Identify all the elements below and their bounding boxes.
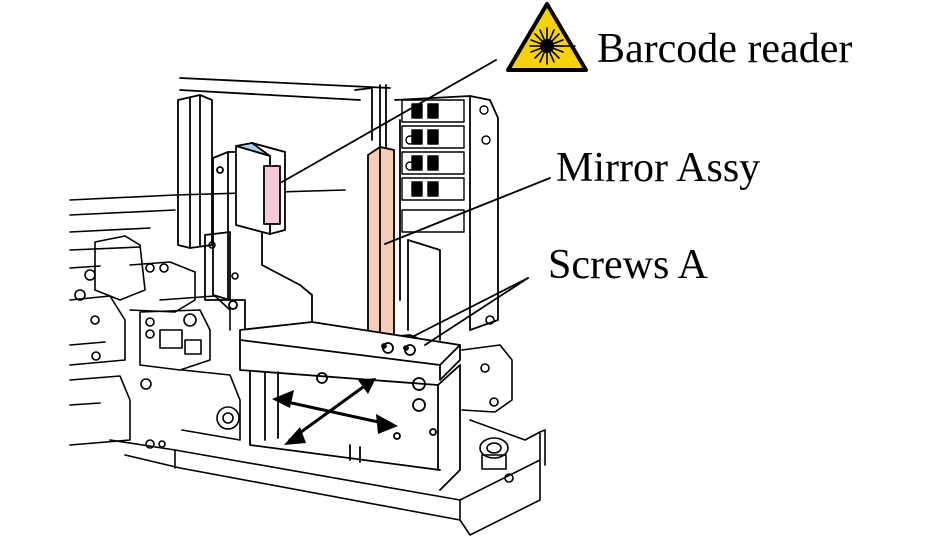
base-chassis	[69, 189, 546, 536]
terminal-blocks	[401, 99, 491, 233]
laser-warning-icon	[506, 2, 588, 72]
left-mechanism	[74, 235, 241, 449]
barcode-reader-label: Barcode reader	[597, 26, 853, 72]
rear-frame-plates	[177, 77, 499, 331]
screws-a-label: Screws A	[548, 242, 708, 288]
leader-lines	[281, 59, 551, 346]
mirror-assy-label: Mirror Assy	[556, 145, 761, 191]
barcode-reader-unit	[235, 142, 286, 235]
reader-bracket	[204, 151, 313, 331]
right-mechanism	[461, 315, 514, 483]
adjustment-arrows	[272, 378, 398, 445]
front-carriage	[239, 321, 461, 491]
